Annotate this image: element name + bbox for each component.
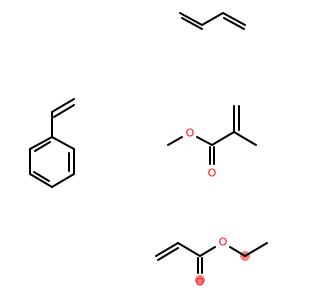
structure-canvas: O O O O — [29, 12, 268, 289]
bond — [222, 12, 246, 26]
bond — [196, 136, 213, 146]
bond — [51, 173, 75, 188]
bond — [201, 12, 224, 26]
atom-oxygen-ester: O — [219, 236, 228, 249]
bond — [177, 242, 201, 257]
bond — [51, 98, 75, 113]
molecule-ethyl-acrylate: O O — [155, 236, 268, 289]
bond — [29, 173, 53, 188]
bond — [244, 242, 268, 257]
bond — [199, 246, 216, 257]
structure-drawing: O O O O — [29, 12, 268, 289]
bond — [29, 136, 53, 150]
bond — [223, 17, 245, 30]
bond — [181, 17, 203, 30]
bond — [179, 12, 203, 26]
highlight-circle — [195, 275, 205, 285]
bond — [229, 246, 246, 257]
bond — [167, 136, 183, 146]
molecule-butadiene — [179, 12, 246, 30]
bond — [233, 131, 257, 146]
bond — [34, 141, 51, 152]
bond — [155, 242, 179, 257]
bond — [33, 171, 50, 182]
molecule-methyl-methacrylate: O O — [167, 105, 257, 180]
bond — [157, 247, 179, 261]
bond — [53, 104, 75, 118]
atom-oxygen-carbonyl: O — [208, 167, 217, 180]
bond — [211, 131, 235, 146]
bond — [51, 136, 75, 150]
molecule-styrene — [29, 98, 75, 188]
atom-oxygen-carbonyl: O — [196, 276, 205, 289]
atom-oxygen-ester: O — [186, 127, 195, 140]
